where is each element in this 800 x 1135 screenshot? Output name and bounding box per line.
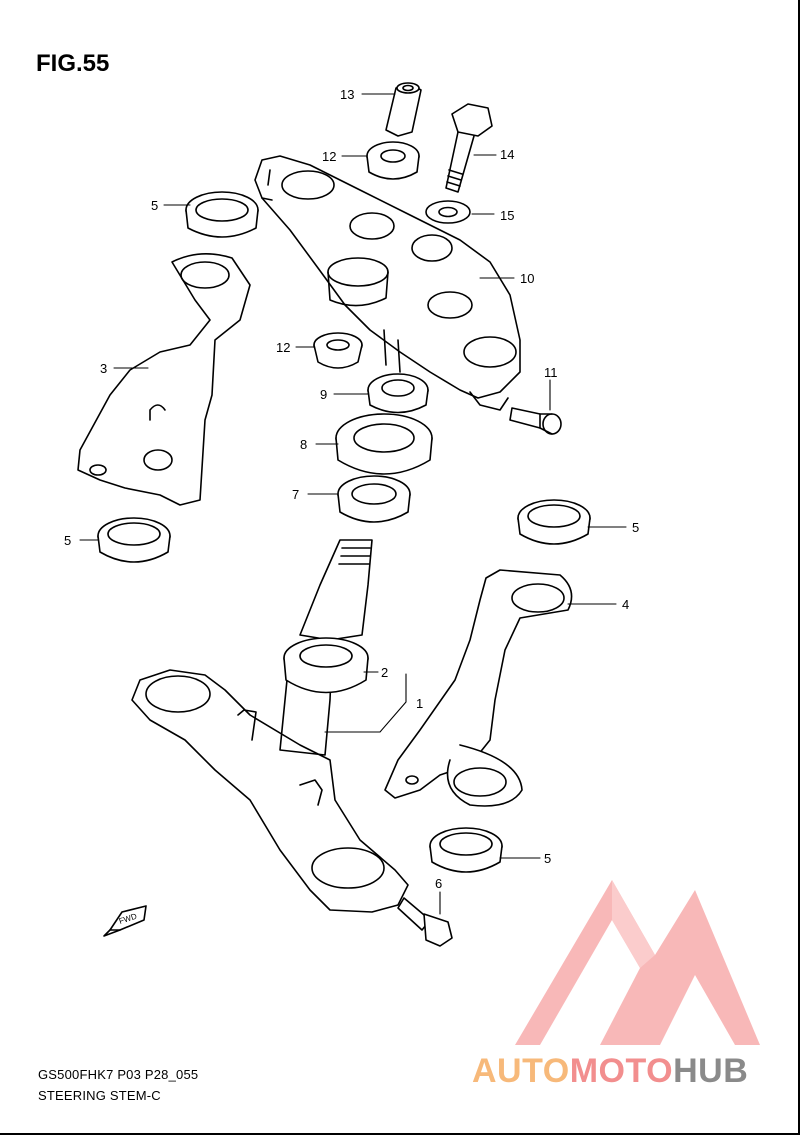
callout-14: 14 (500, 147, 514, 162)
part-13-spacer (385, 82, 422, 137)
part-10-upper-bracket (254, 155, 521, 411)
part-11-bolt (509, 407, 562, 435)
callout-5-lower: 5 (544, 851, 551, 866)
watermark-part-moto: MOTO (569, 1052, 674, 1090)
part-4-bracket-right (384, 569, 573, 807)
part-5-seal-mid-right (517, 499, 591, 545)
callout-12-top: 12 (322, 149, 336, 164)
watermark-text: AUTOMOTOHUB (472, 1052, 748, 1091)
figure-code: GS500FHK7 P03 P28_055 (38, 1067, 199, 1082)
part-3-bracket-left (77, 253, 251, 506)
part-8-seal (335, 413, 433, 475)
callout-11: 11 (544, 365, 558, 380)
callout-3: 3 (100, 361, 107, 376)
part-15-washer (425, 200, 471, 224)
part-5-seal-mid-left (97, 517, 171, 563)
callout-5-mid-left: 5 (64, 533, 71, 548)
part-12-bushing-top (366, 141, 420, 180)
part-2-bearing (283, 637, 369, 694)
part-5-seal-upper-left (185, 191, 259, 238)
watermark-part-hub: HUB (673, 1052, 749, 1090)
callout-5-mid-right: 5 (632, 520, 639, 535)
part-12-bushing-lower (313, 332, 363, 369)
callout-12-lower: 12 (276, 340, 290, 355)
part-7-bearing (337, 475, 411, 523)
callout-4: 4 (622, 597, 629, 612)
callout-5-upper-left: 5 (151, 198, 158, 213)
part-1-steering-stem (131, 539, 409, 913)
part-9-nut (367, 373, 429, 414)
callouts: 13 12 14 15 10 5 12 11 9 3 8 7 5 5 4 2 1… (64, 87, 639, 891)
part-5-seal-lower (429, 827, 503, 873)
callout-15: 15 (500, 208, 514, 223)
callout-13: 13 (340, 87, 354, 102)
fwd-arrow-icon: FWD (103, 905, 147, 937)
callout-6: 6 (435, 876, 442, 891)
callout-7: 7 (292, 487, 299, 502)
callout-10: 10 (520, 271, 534, 286)
leader-lines (79, 93, 627, 915)
figure-title: FIG.55 (36, 50, 110, 77)
callout-2: 2 (381, 665, 388, 680)
figure-name: STEERING STEM-C (38, 1088, 161, 1103)
callout-1: 1 (416, 696, 423, 711)
callout-9: 9 (320, 387, 327, 402)
watermark-logo (515, 880, 760, 1045)
part-6-bolt (397, 897, 453, 947)
part-14-bolt (445, 103, 493, 193)
callout-8: 8 (300, 437, 307, 452)
watermark-part-auto: AUTO (472, 1052, 570, 1090)
